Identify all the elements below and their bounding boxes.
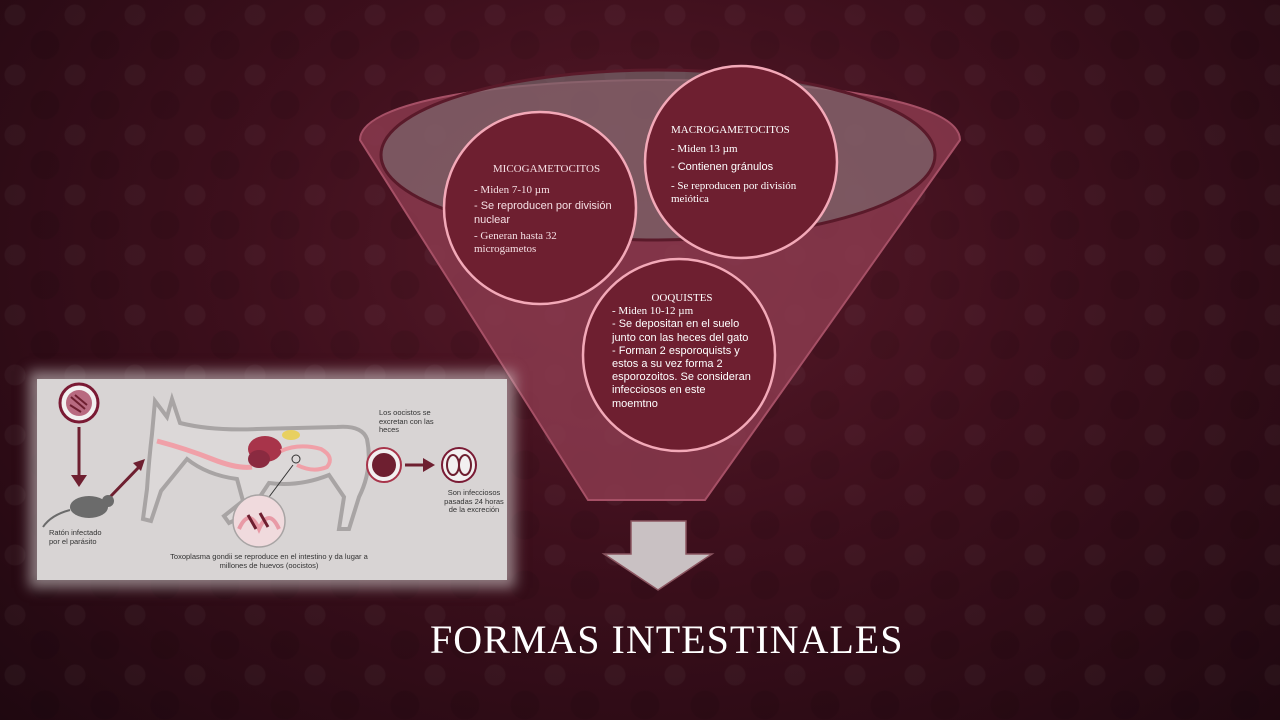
oo-line: - Forman 2 esporoquists y estos a su vez… (612, 344, 751, 410)
mouse-icon (70, 496, 108, 518)
arrow-up-right-icon (133, 459, 145, 471)
micro-line: - Se reproducen por división nuclear (474, 200, 612, 226)
arrow-down-icon (71, 475, 87, 487)
micro-circle[interactable] (442, 110, 638, 306)
arrow-right-icon (423, 458, 435, 472)
lifecycle-illustration: Los oocistos se excretan con las heces S… (37, 379, 507, 580)
oo-line: - Miden 10-12 µm (612, 305, 694, 318)
oo-text: OOQUISTES - Miden 10-12 µm - Se deposita… (612, 292, 752, 411)
slide-title: FORMAS INTESTINALES (430, 617, 904, 662)
macro-line: - Contienen gránulos (671, 161, 774, 174)
micro-line: - Miden 7-10 µm (474, 184, 550, 197)
caption-rest: se reproduce en el intestino y da lugar … (219, 552, 368, 570)
micro-text: MICOGAMETOCITOS - Miden 7-10 µm - Se rep… (474, 163, 619, 259)
oo-circle[interactable] (581, 257, 777, 453)
micro-title: MICOGAMETOCITOS (492, 163, 601, 175)
mouse-label: Ratón infectado por el parásito (49, 528, 102, 546)
oo-title: OOQUISTES (651, 292, 713, 304)
caption-italic: Toxoplasma gondii (170, 552, 233, 561)
infectious-label: Son infecciosos pasadas 24 horas de la e… (444, 488, 504, 515)
down-arrow-icon (601, 520, 715, 591)
macro-line: - Se reproducen por división meiótica (671, 179, 797, 205)
micro-line: - Generan hasta 32 microgametos (474, 229, 557, 255)
lifecycle-caption: Toxoplasma gondii se reproduce en el int… (169, 552, 369, 570)
intestine-magnified-icon (232, 494, 286, 548)
lifecycle-drawing (42, 382, 477, 548)
macro-circle[interactable] (643, 64, 839, 260)
macro-line: - Miden 13 µm (671, 143, 738, 156)
oocysts-label: Los oocistos se excretan con las heces (379, 408, 434, 435)
macro-text: MACROGAMETOCITOS - Miden 13 µm - Contien… (671, 124, 811, 211)
oo-line: - Se depositan en el suelo junto con las… (612, 318, 749, 344)
macro-title: MACROGAMETOCITOS (671, 124, 790, 136)
